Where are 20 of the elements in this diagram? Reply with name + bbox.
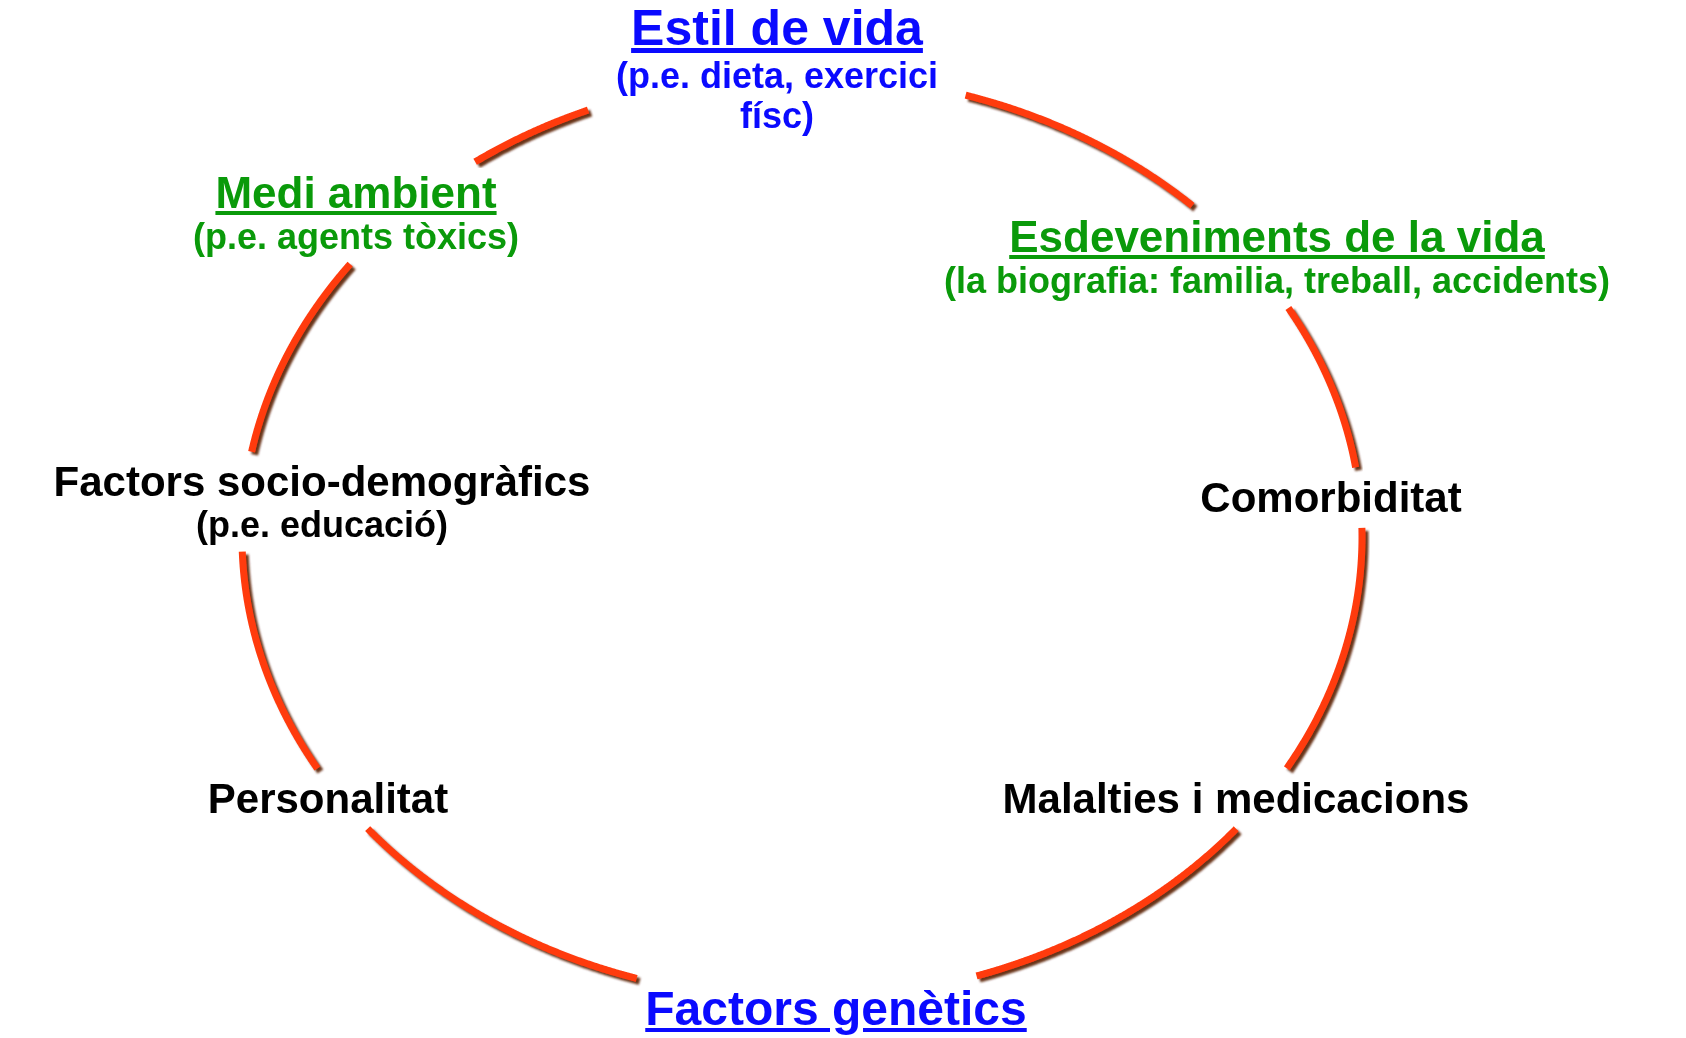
arc-connector: [365, 826, 639, 982]
factor-example: (p.e. agents tòxics): [192, 217, 520, 258]
arc-connector: [1283, 525, 1366, 772]
arc-connector: [1285, 305, 1360, 471]
factor-example: (p.e. dieta, exercici físc): [614, 56, 940, 137]
factor-heading: Esdeveniments de la vida: [1009, 212, 1545, 262]
arc-connector: [472, 106, 591, 165]
arc-connector: [238, 548, 321, 772]
arc-connector: [248, 261, 354, 455]
factor-heading: Estil de vida: [631, 0, 923, 56]
factor-heading: Comorbiditat: [1200, 474, 1462, 522]
factor-example: (p.e. educació): [195, 505, 449, 546]
factor-heading: Factors genètics: [645, 982, 1027, 1036]
arc-connector: [974, 826, 1239, 980]
factor-example: (la biografia: familia, treball, accidents): [943, 261, 1611, 302]
arc-connector: [963, 91, 1195, 209]
factor-heading: Medi ambient: [215, 168, 497, 218]
factor-heading: Malalties i medicacions: [1002, 775, 1470, 823]
factor-heading: Personalitat: [207, 775, 449, 823]
factor-heading: Factors socio-demogràfics: [53, 458, 591, 506]
